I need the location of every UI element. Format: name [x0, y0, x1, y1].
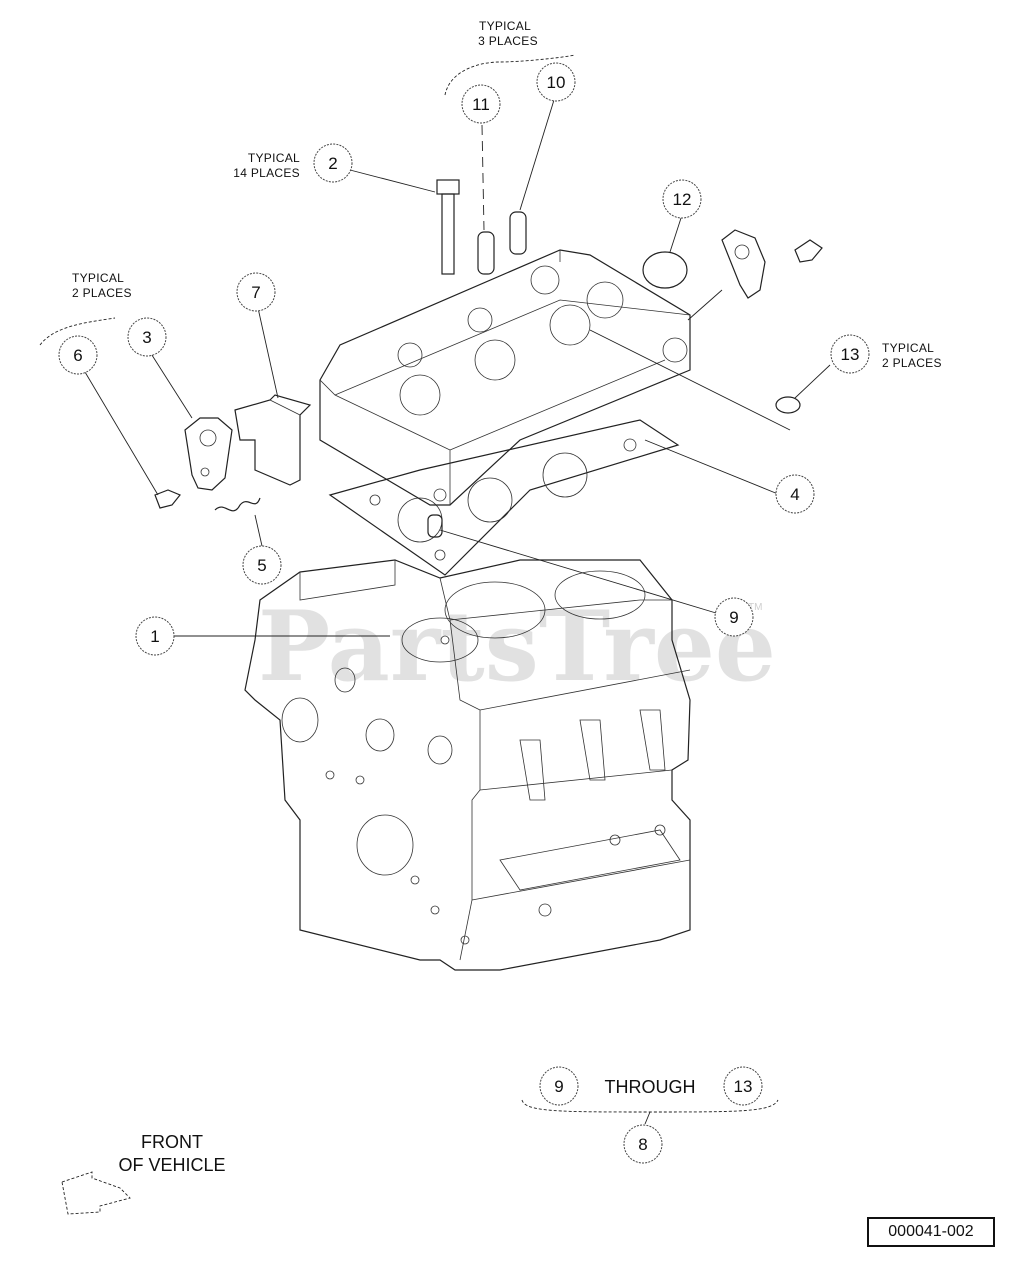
callout-12: 12 [662, 179, 702, 219]
callout-5: 5 [242, 545, 282, 585]
callout-13-through: 13 [723, 1066, 763, 1106]
callout-7: 7 [236, 272, 276, 312]
callout-number: 4 [790, 485, 799, 504]
callout-number: 9 [554, 1077, 563, 1096]
callout-13-plug: 13 [830, 334, 870, 374]
dowel-9-drawing [427, 514, 443, 538]
callout-2: 2 [313, 143, 353, 183]
callout-number: 2 [328, 154, 337, 173]
svg-text:2 PLACES: 2 PLACES [882, 356, 942, 370]
dowel-pins-drawing [477, 211, 527, 275]
right-plate-drawing [721, 229, 823, 299]
callout-number: 13 [841, 345, 860, 364]
cylinder-head-drawing [319, 249, 691, 506]
callout-6: 6 [58, 335, 98, 375]
callout-4: 4 [775, 474, 815, 514]
part-code-box: 000041-002 [867, 1217, 995, 1247]
head-gasket-drawing [328, 419, 680, 576]
svg-text:TYPICAL: TYPICAL [882, 341, 934, 355]
svg-text:FRONT: FRONT [141, 1132, 203, 1152]
callout-number: 11 [472, 95, 490, 114]
callout-number: 5 [257, 556, 266, 575]
svg-text:2 PLACES: 2 PLACES [72, 286, 132, 300]
note-typical-3-places: TYPICAL 3 PLACES [478, 19, 538, 48]
note-typical-2-places-left: TYPICAL 2 PLACES [72, 271, 132, 300]
callout-11: 11 [461, 84, 501, 124]
hanger-bracket-drawing [234, 394, 312, 486]
front-arrow-icon [61, 1171, 131, 1215]
callout-number: 7 [251, 283, 260, 302]
plug-13-drawing [775, 396, 801, 414]
callout-number: 3 [142, 328, 151, 347]
callout-number: 12 [673, 190, 692, 209]
head-bolt-drawing [436, 179, 460, 275]
note-typical-2-places-right: TYPICAL 2 PLACES [882, 341, 942, 370]
svg-text:OF VEHICLE: OF VEHICLE [118, 1155, 225, 1175]
callout-number: 9 [729, 608, 738, 627]
part-code: 000041-002 [888, 1223, 974, 1240]
front-of-vehicle-label: FRONT OF VEHICLE [118, 1132, 225, 1175]
callout-9-through: 9 [539, 1066, 579, 1106]
bolt-6-drawing [154, 489, 181, 509]
partstree-watermark: PartsTree TM [258, 590, 776, 703]
callout-number: 6 [73, 346, 82, 365]
svg-text:TYPICAL: TYPICAL [479, 19, 531, 33]
callout-3: 3 [127, 317, 167, 357]
callout-10: 10 [536, 62, 576, 102]
svg-text:3 PLACES: 3 PLACES [478, 34, 538, 48]
spring-drawing [214, 497, 261, 512]
plate-drawing [184, 417, 233, 491]
callout-8: 8 [623, 1124, 663, 1164]
through-label: THROUGH [605, 1077, 696, 1097]
watermark-tm: TM [748, 602, 762, 613]
watermark-text: PartsTree [258, 590, 776, 703]
svg-text:14 PLACES: 14 PLACES [233, 166, 300, 180]
callout-number: 1 [150, 627, 159, 646]
plug-12-drawing [642, 251, 688, 289]
engine-block-drawing [244, 559, 691, 971]
callout-number: 13 [734, 1077, 753, 1096]
callout-number: 8 [638, 1135, 647, 1154]
callout-number: 10 [547, 73, 566, 92]
note-typical-14-places: TYPICAL 14 PLACES [233, 151, 300, 180]
leader-lines [39, 54, 831, 1125]
callout-1: 1 [135, 616, 175, 656]
svg-text:TYPICAL: TYPICAL [72, 271, 124, 285]
svg-text:TYPICAL: TYPICAL [248, 151, 300, 165]
callout-9-gasket: 9 [714, 597, 754, 637]
